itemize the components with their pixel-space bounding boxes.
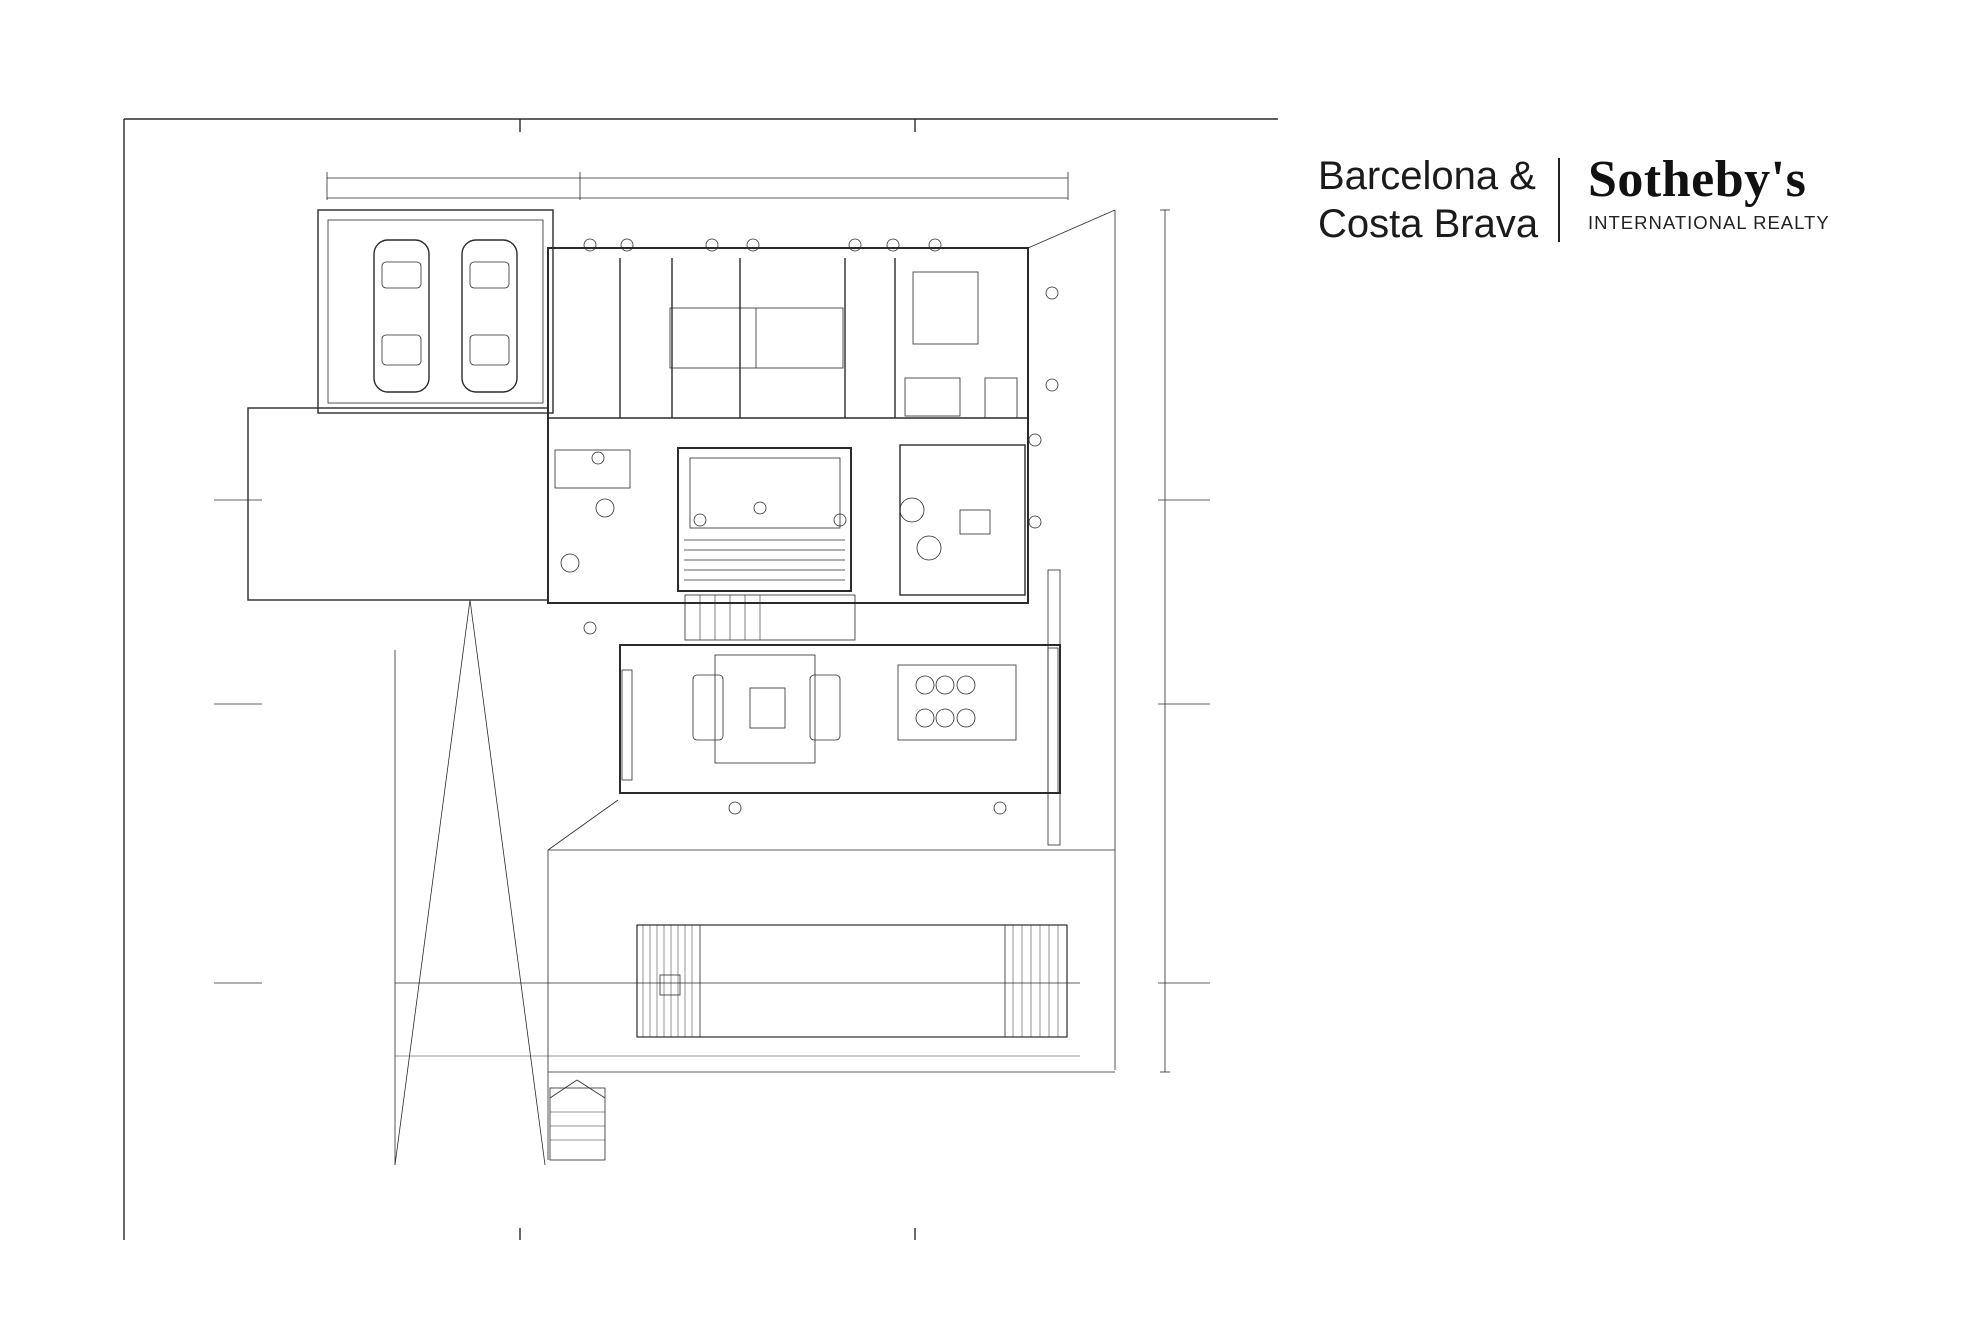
brand-location: Barcelona & Costa Brava	[1318, 152, 1538, 248]
brand-location-line2: Costa Brava	[1318, 202, 1539, 246]
brand-logo: Barcelona & Costa Brava Sotheby's INTERN…	[1318, 152, 1838, 247]
brand-location-line1: Barcelona &	[1318, 154, 1536, 198]
brand-name: Sotheby's	[1588, 151, 1807, 208]
floor-plan	[123, 118, 1278, 1240]
brand-divider	[1558, 158, 1560, 242]
brand-subtitle: INTERNATIONAL REALTY	[1588, 212, 1830, 233]
brand-company: Sotheby's INTERNATIONAL REALTY	[1588, 152, 1830, 234]
